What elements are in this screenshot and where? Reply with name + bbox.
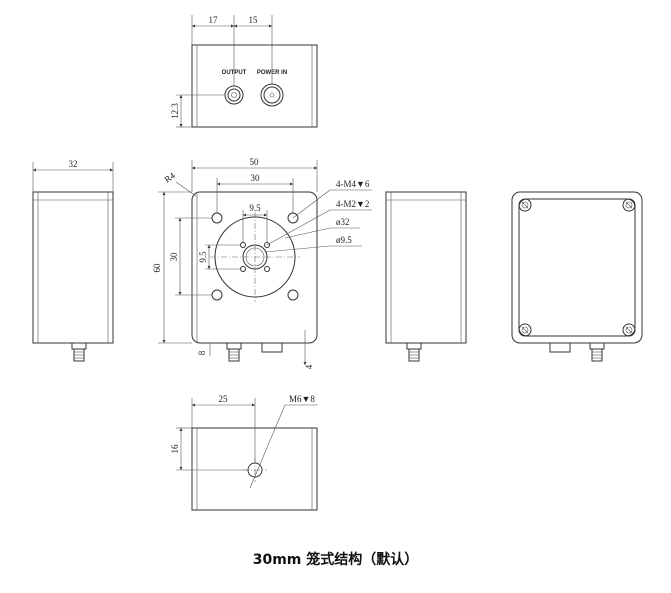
callout-m4: 4-M4▼6 [336,179,370,189]
back-output-connector-icon [589,342,605,362]
side-view-right-body [385,191,467,344]
m2-hole-icon [240,242,246,248]
drawing-caption: 30mm 笼式结构（默认） [252,552,419,568]
dim-connector-left: 8 [197,350,207,355]
screw-icon [622,198,636,212]
dim-connector-right: 4 [304,364,314,369]
side-view-right [385,191,467,362]
dim-vertical-hole-span: 30 [169,252,179,262]
side-view-left: 32 [32,159,114,362]
dim-front-height: 60 [152,263,162,273]
m4-hole-icon [211,212,223,224]
dim-side-depth: 32 [69,159,78,169]
front-output-connector-icon [226,342,242,362]
m2-hole-icon [264,266,270,272]
callout-d32: ø32 [336,217,350,227]
back-view-body [511,191,643,344]
side-connector-icon [71,342,87,362]
m4-hole-icon [287,289,299,301]
dim-top-height: 12.3 [170,103,180,119]
top-view-body [191,44,318,128]
dim-corner-radius: R4 [162,170,177,185]
m2-hole-icon [264,242,270,248]
screw-icon [518,323,532,337]
dim-power-offset: 15 [249,15,259,25]
screw-icon [622,323,636,337]
bottom-view-body [191,427,318,511]
front-view-body [191,191,318,344]
dim-hole-span: 30 [251,173,261,183]
bottom-view: 25 M6▼8 16 [170,394,318,511]
dim-center-spacing: 9.5 [249,203,261,213]
dim-vertical-center: 9.5 [198,251,208,263]
m2-hole-icon [240,266,246,272]
back-view [511,191,643,362]
power-connector-icon [260,83,284,107]
side-view-body [32,191,114,344]
callout-m6: M6▼8 [289,394,315,404]
top-view: OUTPUT POWER IN 17 15 12.3 [170,15,318,128]
callout-d9-5: ø9.5 [336,235,352,245]
front-view: 50 30 R4 9.5 60 30 9.5 4-M4▼6 4- [152,157,372,369]
back-power-connector-icon [549,343,571,353]
dim-bottom-height: 16 [170,444,180,454]
dim-front-width: 50 [250,157,260,167]
dim-bottom-offset: 25 [219,394,229,404]
side-right-connector-icon [406,342,422,362]
output-connector-icon [224,85,244,105]
screw-icon [518,198,532,212]
callout-m2: 4-M2▼2 [336,199,369,209]
front-power-connector-icon [261,343,283,353]
dim-output-offset: 17 [209,15,219,25]
m4-hole-icon [211,289,223,301]
